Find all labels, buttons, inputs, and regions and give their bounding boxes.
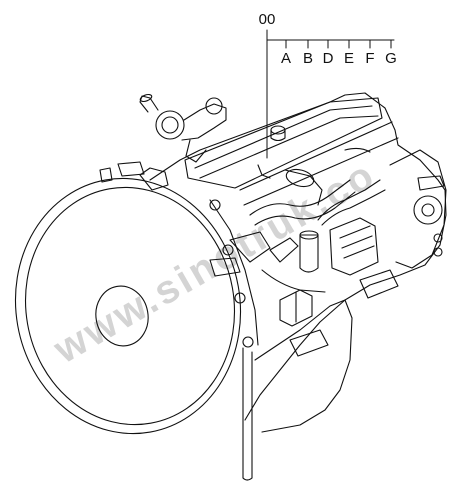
head-rail-upper xyxy=(239,121,393,191)
group-code-label: 00 xyxy=(259,11,276,28)
turbine-flange xyxy=(205,97,223,115)
oil-filler-neck xyxy=(270,129,286,142)
variant-label-d: D xyxy=(323,50,334,67)
flywheel-hub xyxy=(95,285,149,347)
engine-block-outline xyxy=(149,92,447,421)
fuel-filter-top xyxy=(299,230,319,240)
intake-pipe-2 xyxy=(254,191,356,226)
breather-housing xyxy=(285,168,315,188)
turbo-elbow-pipe xyxy=(139,95,159,113)
head-detail-curve xyxy=(344,147,371,153)
turbine-housing xyxy=(181,103,227,141)
turbocharger-compressor xyxy=(155,110,185,140)
dipstick-tube-end xyxy=(242,477,253,481)
housing-bolt-lug-top xyxy=(99,167,113,183)
head-bolt-detail xyxy=(257,164,271,179)
alternator-bracket xyxy=(229,231,271,263)
oil-pan xyxy=(254,299,353,433)
head-cover-ridge xyxy=(194,105,373,169)
turbo-bracket xyxy=(185,139,207,163)
head-cover-edge xyxy=(199,115,379,179)
injection-pump xyxy=(329,217,379,276)
callout-variant-ticks xyxy=(285,39,392,49)
variant-label-a: A xyxy=(281,50,291,67)
housing-bolt-lug-top2 xyxy=(117,161,145,177)
front-bolt-1 xyxy=(433,233,443,243)
flywheel-housing-inner xyxy=(24,186,236,426)
oil-pan-flange xyxy=(289,329,329,357)
front-bolt-2 xyxy=(433,247,443,257)
intake-pipe-1 xyxy=(249,179,351,216)
block-boss xyxy=(209,257,241,277)
injection-pump-ribs xyxy=(339,225,375,259)
housing-bolt-3 xyxy=(234,292,246,304)
cylinder-head-cover xyxy=(184,97,383,189)
variant-label-g: G xyxy=(385,50,397,67)
starter-motor xyxy=(279,289,313,327)
fuel-pump-bracket xyxy=(269,237,299,263)
housing-bolt-2 xyxy=(222,244,234,256)
turbo-elbow-outlet xyxy=(139,93,153,103)
housing-rim-edge xyxy=(209,199,259,346)
head-rail-lower xyxy=(243,137,399,206)
turbocharger-inlet xyxy=(161,116,179,134)
fuel-line-2 xyxy=(321,189,386,226)
housing-mount-bracket xyxy=(139,167,169,191)
fuel-filter-canister xyxy=(299,234,319,273)
fuel-return-line xyxy=(261,269,326,293)
front-bracket xyxy=(417,175,445,191)
fuel-line-1 xyxy=(317,179,381,221)
housing-bolt-4 xyxy=(242,336,254,348)
flywheel-housing-outer xyxy=(14,177,242,435)
housing-bolt-1 xyxy=(209,199,221,211)
variant-label-b: B xyxy=(303,50,313,67)
dipstick-tube xyxy=(242,347,253,479)
variant-label-e: E xyxy=(344,50,354,67)
variant-label-f: F xyxy=(365,50,374,67)
watermark-group: www.sinotruk.co xyxy=(46,152,384,372)
breather-hose xyxy=(284,169,323,206)
watermark-text: www.sinotruk.co xyxy=(46,152,384,372)
front-pulley-hub xyxy=(421,203,435,217)
oil-cooler xyxy=(359,269,399,299)
timing-cover xyxy=(389,149,447,269)
front-pulley xyxy=(413,195,443,225)
